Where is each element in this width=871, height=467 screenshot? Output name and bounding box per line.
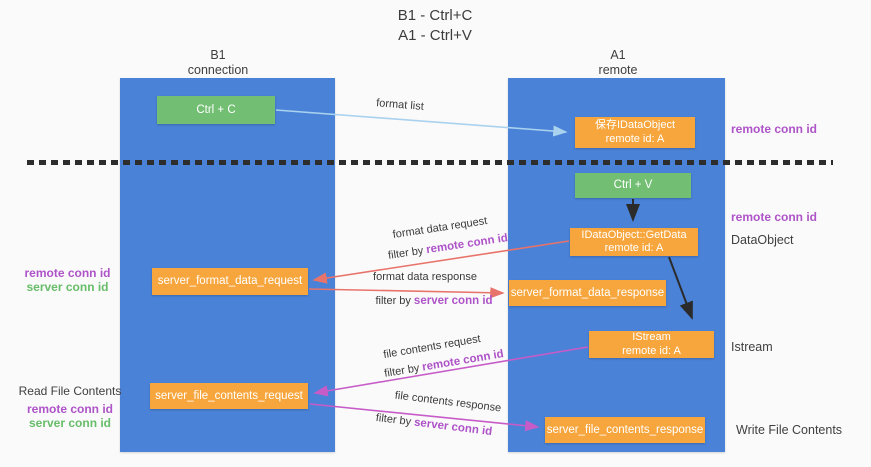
store-idataobject-node: 保存IDataObject remote id: A [575, 117, 695, 148]
server-format-data-request-label: server_format_data_request [157, 275, 303, 287]
title-line-2: A1 - Ctrl+V [398, 27, 472, 44]
ctrl-c-label: Ctrl + C [196, 103, 236, 116]
lane-a1-name: A1 [610, 48, 626, 62]
server-conn-id-label-left: server conn id [26, 280, 109, 294]
lane-a1-role: remote [598, 63, 638, 77]
file-contents-response-label: file contents response [394, 389, 502, 415]
read-file-contents-label: Read File Contents [18, 384, 122, 398]
remote-conn-id-label-bottom-left: remote conn id [26, 402, 113, 416]
remote-conn-id-label-top-right: remote conn id [731, 122, 818, 136]
lane-b1-name: B1 [210, 48, 226, 62]
istream-line2: remote id: A [622, 344, 681, 357]
server-conn-id-highlight: server conn id [413, 416, 493, 439]
istream-line1: IStream [632, 331, 671, 343]
filter-by-text: filter by [375, 411, 412, 429]
format-data-response-label: format data response [373, 271, 477, 283]
diagram-title: B1 - Ctrl+C A1 - Ctrl+V [325, 6, 545, 46]
ctrl-c-node: Ctrl + C [157, 96, 275, 124]
ctrl-v-label: Ctrl + V [613, 179, 653, 191]
filter-by-text: filter by [383, 362, 421, 380]
store-idataobject-line1: 保存IDataObject [594, 119, 676, 131]
dataobject-label: DataObject [731, 233, 794, 247]
dashed-divider [27, 160, 833, 165]
lane-header-a1: A1 remote [558, 48, 678, 78]
server-format-data-request-node: server_format_data_request [152, 268, 308, 295]
left-conn-id-block: remote conn id server conn id [20, 266, 115, 294]
server-file-contents-request-label: server_file_contents_request [155, 389, 303, 402]
getdata-node: IDataObject::GetData remote id: A [570, 228, 698, 256]
remote-conn-id-label-mid-right: remote conn id [731, 210, 818, 224]
remote-conn-id-highlight: remote conn id [425, 232, 509, 257]
ctrl-v-node: Ctrl + V [575, 173, 691, 198]
getdata-line1: IDataObject::GetData [581, 228, 687, 241]
server-format-data-response-node: server_format_data_response [509, 280, 666, 306]
arrow-format-data-response [308, 287, 505, 299]
getdata-line2: remote id: A [604, 242, 664, 254]
title-line-1: B1 - Ctrl+C [397, 7, 473, 24]
server-conn-id-label-bottom-left: server conn id [28, 416, 112, 430]
write-file-contents-label: Write File Contents [736, 423, 843, 437]
lane-header-b1: B1 connection [158, 48, 278, 78]
server-format-data-response-label: server_format_data_response [510, 286, 665, 299]
server-file-contents-response-node: server_file_contents_response [545, 417, 705, 443]
server-file-contents-response-label: server_file_contents_response [546, 423, 704, 436]
store-idataobject-line2: remote id: A [605, 132, 665, 145]
format-list-label: format list [375, 97, 425, 113]
istream-side-label: Istream [731, 340, 773, 354]
istream-node: IStream remote id: A [589, 331, 714, 358]
remote-conn-id-label-left: remote conn id [24, 266, 111, 280]
server-conn-id-highlight: server conn id [413, 295, 493, 307]
filter-by-text: filter by [375, 295, 411, 307]
filter-by-text: filter by [387, 244, 425, 262]
server-file-contents-request-node: server_file_contents_request [150, 383, 308, 409]
lane-b1-role: connection [187, 63, 249, 77]
read-file-contents-block: Read File Contents remote conn id server… [18, 384, 122, 430]
